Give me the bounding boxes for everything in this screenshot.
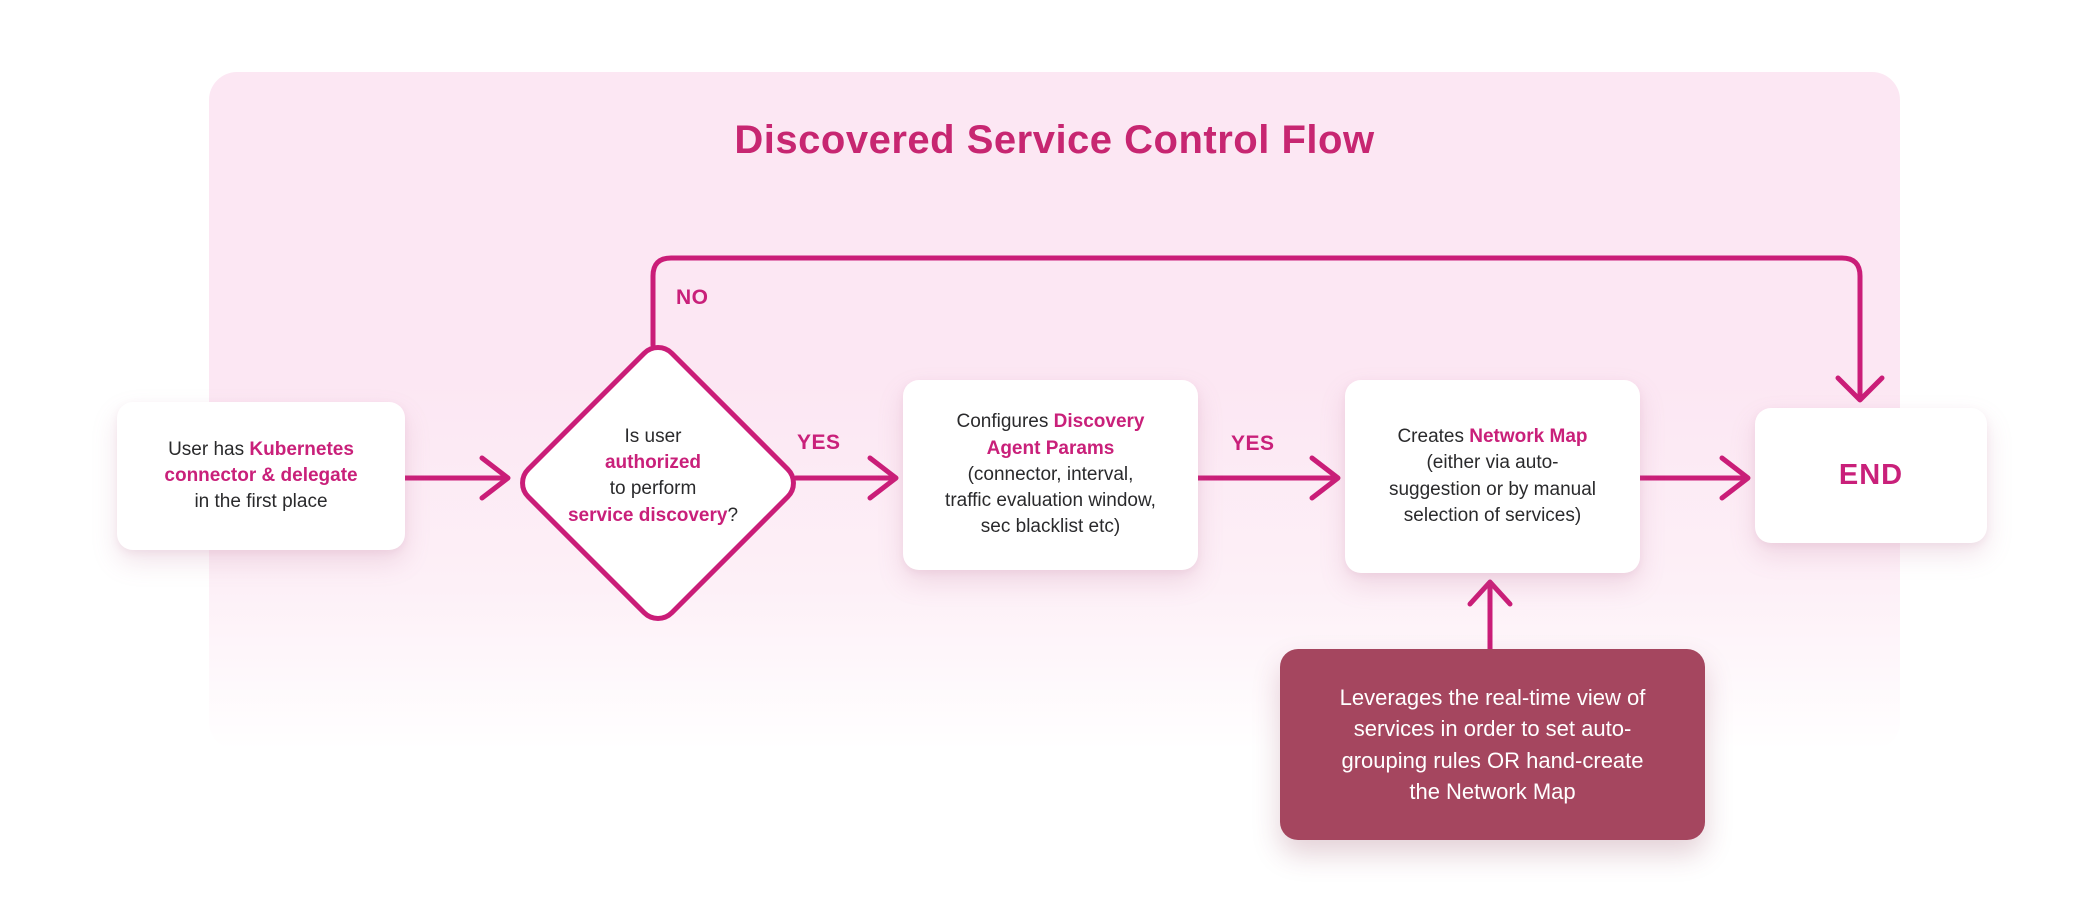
end-node: END	[1755, 408, 1987, 543]
edge-label-no: NO	[676, 286, 709, 309]
edge-label-yes-configure: YES	[1231, 432, 1275, 455]
network-map-node-text: Creates Network Map(either via auto-sugg…	[1388, 426, 1596, 526]
page-title: Discovered Service Control Flow	[734, 118, 1375, 162]
edge-label-yes-decision: YES	[797, 431, 841, 454]
network-map-node: Creates Network Map(either via auto-sugg…	[1345, 380, 1640, 573]
